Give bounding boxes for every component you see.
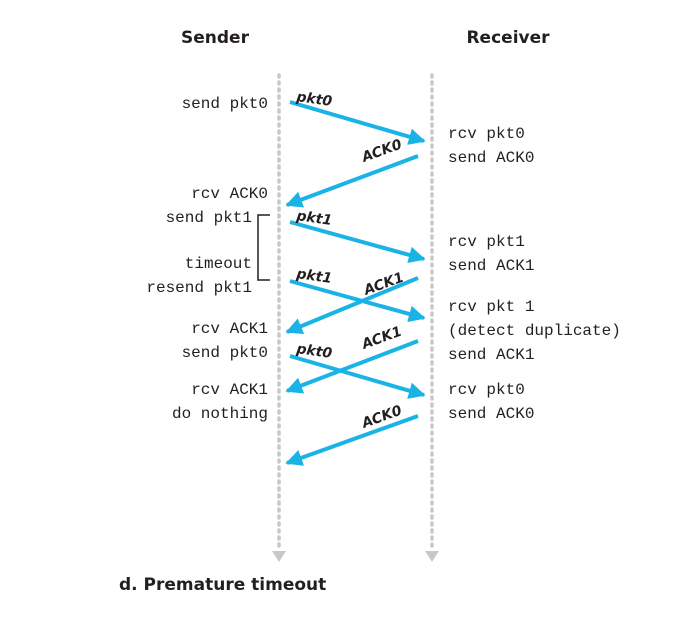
arrow-ack1-dup (285, 339, 419, 394)
arrow-pkt0 (289, 100, 426, 145)
sender-timeline-arrowhead (272, 551, 286, 562)
arrow-ack1 (285, 276, 419, 335)
receiver-event-rcv-pkt1-dup: rcv pkt 1 (448, 298, 534, 316)
sender-header: Sender (181, 28, 250, 48)
receiver-timeline-arrowhead (425, 551, 439, 562)
receiver-event-send-ack1-2: send ACK1 (448, 346, 534, 364)
arrow-pkt1 (289, 220, 426, 264)
label-pkt0: pkt0 (294, 89, 333, 110)
figure-caption: d. Premature timeout (119, 575, 326, 595)
sender-event-do-nothing: do nothing (172, 405, 268, 423)
receiver-event-rcv-pkt0-2: rcv pkt0 (448, 381, 525, 399)
sender-event-send-pkt0-2: send pkt0 (182, 344, 268, 362)
label-ack1: ACK1 (361, 270, 406, 299)
arrow-ack0-2 (285, 414, 419, 466)
sender-event-send-pkt1: send pkt1 (166, 209, 252, 227)
sender-event-timeout: timeout (185, 255, 252, 273)
receiver-event-send-ack0: send ACK0 (448, 149, 534, 167)
receiver-event-rcv-pkt1: rcv pkt1 (448, 233, 525, 251)
label-pkt0-2: pkt0 (294, 341, 333, 362)
timeout-bracket (257, 214, 270, 281)
receiver-event-detect-duplicate: (detect duplicate) (448, 322, 621, 340)
sender-event-rcv-ack1: rcv ACK1 (191, 320, 268, 338)
sender-event-send-pkt0: send pkt0 (182, 95, 268, 113)
receiver-event-send-ack1: send ACK1 (448, 257, 534, 275)
sender-event-resend-pkt1: resend pkt1 (146, 279, 252, 297)
label-pkt1-resend: pkt1 (294, 266, 333, 287)
arrow-pkt1-resend (289, 279, 426, 323)
arrow-ack0 (285, 154, 419, 208)
arrow-pkt0-2 (289, 354, 426, 399)
receiver-event-rcv-pkt0: rcv pkt0 (448, 125, 525, 143)
sender-event-rcv-ack0: rcv ACK0 (191, 185, 268, 203)
receiver-header: Receiver (466, 28, 550, 48)
label-pkt1: pkt1 (294, 208, 333, 229)
sender-event-rcv-ack1-2: rcv ACK1 (191, 381, 268, 399)
receiver-event-send-ack0-2: send ACK0 (448, 405, 534, 423)
